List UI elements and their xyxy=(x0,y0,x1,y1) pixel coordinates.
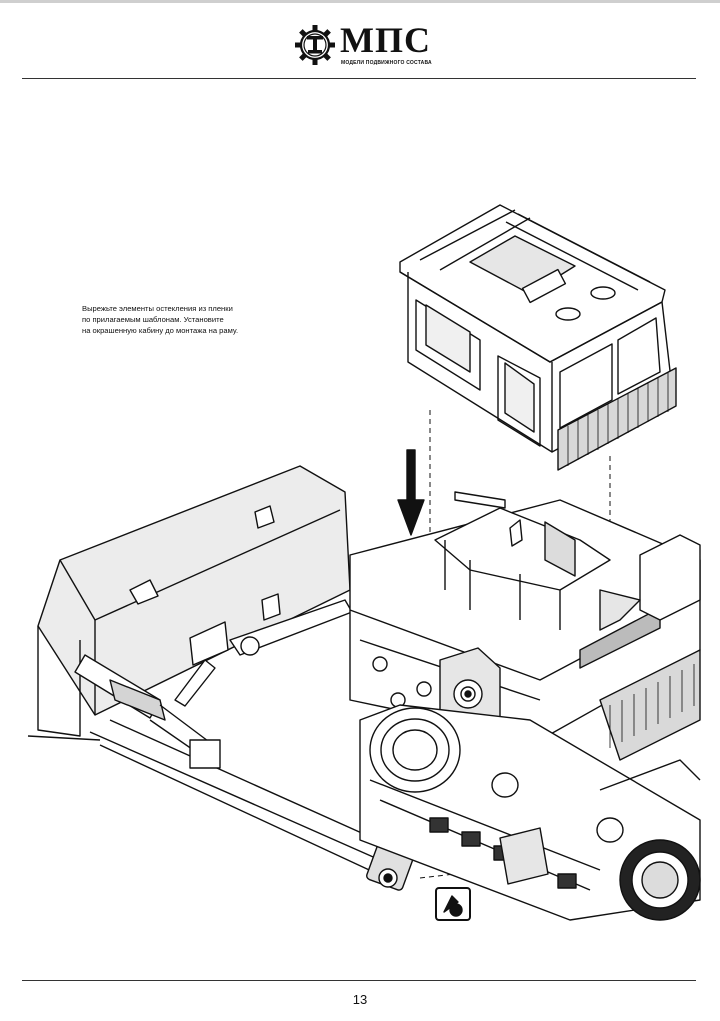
footer-rule xyxy=(22,980,696,981)
track-assembly xyxy=(359,704,701,921)
glue-icon xyxy=(435,887,471,921)
instruction-text: Вырежьте элементы остекления из пленки п… xyxy=(82,303,302,336)
page-header: МПС МОДЕЛИ ПОДВИЖНОГО СОСТАВА xyxy=(0,0,720,82)
instruction-line: Вырежьте элементы остекления из пленки xyxy=(82,304,233,313)
page-number: 13 xyxy=(352,992,368,1007)
tilt-arm xyxy=(174,599,353,707)
operator-station xyxy=(434,491,641,631)
header-rule xyxy=(22,78,696,79)
instruction-line: по прилагаемым шаблонам. Установите xyxy=(82,315,224,324)
logo-wordmark: МПС xyxy=(340,20,431,60)
instruction-line: на окрашенную кабину до монтажа на раму. xyxy=(82,326,239,335)
top-border-strip xyxy=(0,0,720,3)
logo-subtitle: МОДЕЛИ ПОДВИЖНОГО СОСТАВА xyxy=(341,60,432,66)
assembly-illustration xyxy=(27,204,701,921)
down-arrow-icon xyxy=(397,449,425,536)
chassis xyxy=(349,499,701,761)
lift-cylinder xyxy=(74,654,221,769)
cab-drawing xyxy=(399,204,677,471)
gear-rail-icon xyxy=(295,25,335,65)
mps-logo: МПС МОДЕЛИ ПОДВИЖНОГО СОСТАВА xyxy=(292,20,432,70)
